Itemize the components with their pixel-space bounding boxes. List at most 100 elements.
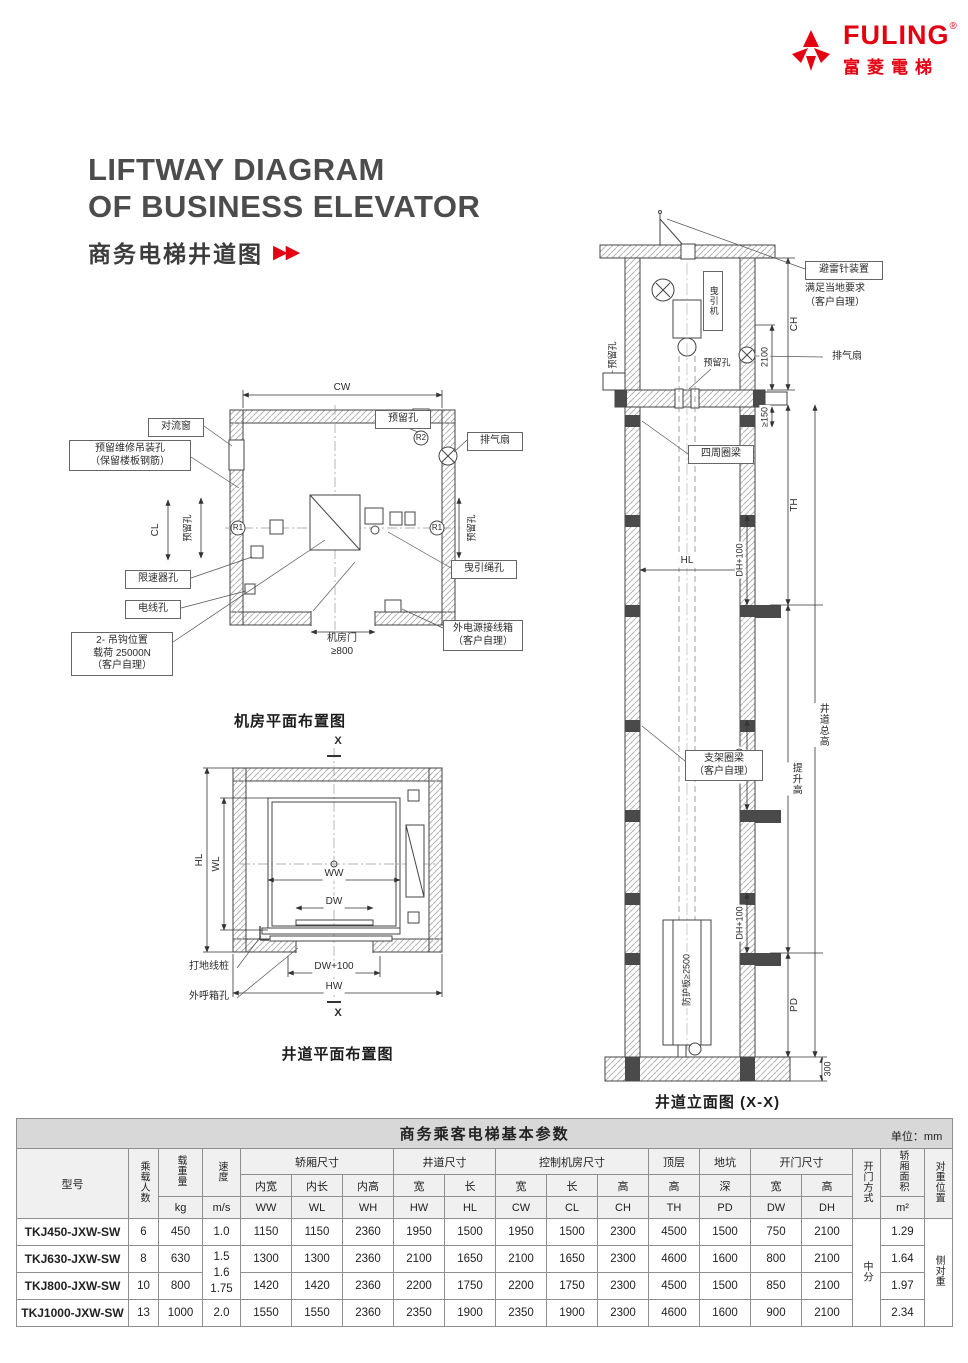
header-cell: 长 <box>546 1174 598 1197</box>
door-mode-cell: 中分 <box>852 1218 881 1327</box>
shaft-plan: X X HL WL WW DW DW+100 HW 打地线桩 外呼箱孔 井道平面… <box>145 730 500 1065</box>
value-cell: 1550 <box>240 1299 292 1327</box>
model-cell: TKJ630-JXW-SW <box>16 1245 129 1273</box>
value-cell: 1500 <box>699 1218 751 1246</box>
title-subtitle-cn: 商务电梯井道图 <box>88 241 263 268</box>
value-cell: 900 <box>750 1299 802 1327</box>
r1-mark: R1 <box>232 523 244 532</box>
value-cell: 2100 <box>801 1299 853 1327</box>
r1-mark: R1 <box>431 523 443 532</box>
speed-cell: 1.5 1.6 1.75 <box>202 1245 241 1300</box>
value-cell: 1150 <box>240 1218 292 1246</box>
header-cell: 高 <box>597 1174 649 1197</box>
value-cell: 8 <box>128 1245 159 1273</box>
dim-cl: CL <box>149 523 161 537</box>
value-cell: 750 <box>750 1218 802 1246</box>
value-cell: 2100 <box>801 1245 853 1273</box>
header-cell: 轿厢尺寸 <box>240 1148 394 1175</box>
header-cell: 深 <box>699 1174 751 1197</box>
leader-lines <box>236 935 299 999</box>
header-cell: kg <box>158 1196 203 1219</box>
header-cell: 控制机房尺寸 <box>495 1148 649 1175</box>
car-guard-plate <box>662 919 712 1046</box>
brand-name-cn: 富菱電梯 <box>843 58 939 77</box>
header-cell: CL <box>546 1196 598 1219</box>
dim-th: TH <box>788 496 802 514</box>
bracket-beam-label: 支架圈梁 （客户自理） <box>685 750 763 781</box>
brand-name: FULING® <box>843 20 958 50</box>
model-cell: TKJ450-JXW-SW <box>16 1218 129 1246</box>
reserved-hole-label: 预留孔 <box>701 357 733 369</box>
dim-dh100: DH+100 <box>734 541 746 579</box>
shaft-section-caption: 井道立面图 (X-X) <box>654 1094 781 1111</box>
power-box-label: 外电源接线箱 （客户自理） <box>443 620 523 651</box>
value-cell: 1150 <box>291 1218 343 1246</box>
traction-machine-label: 曳引机 <box>703 271 723 331</box>
shaft-plan-drawing <box>203 748 443 1003</box>
dim-lift-height: 提升高 <box>786 762 804 796</box>
governor-hole-label: 限速器孔 <box>125 570 191 589</box>
table-row: TKJ800-JXW-SW 10 800 1420 1420 2360 2200… <box>16 1272 953 1300</box>
header-cell: 宽 <box>495 1174 547 1197</box>
value-cell: 2200 <box>393 1272 445 1300</box>
value-cell: 2300 <box>597 1218 649 1246</box>
value-cell: 2360 <box>342 1218 394 1246</box>
model-cell: TKJ800-JXW-SW <box>16 1272 129 1300</box>
value-cell: 1750 <box>444 1272 496 1300</box>
section-x-bottom: X <box>334 1007 342 1020</box>
value-cell: 2.34 <box>880 1299 925 1327</box>
header-cell: WL <box>291 1196 343 1219</box>
header-cell: 顶层 <box>648 1148 700 1175</box>
dim-dw: DW <box>323 895 345 909</box>
value-cell: 1900 <box>444 1299 496 1327</box>
ring-beams <box>625 415 781 966</box>
header-cell: 开门方式 <box>852 1148 881 1219</box>
header-cell: 速度 <box>202 1148 241 1197</box>
value-cell: 2100 <box>801 1218 853 1246</box>
header-cell: 内宽 <box>240 1174 292 1197</box>
left-support-bracket <box>602 372 626 391</box>
value-cell: 2100 <box>393 1245 445 1273</box>
door-opening <box>296 938 373 953</box>
dimension-lines <box>639 257 827 1082</box>
machine-room-door-label: 机房门 <box>327 632 357 644</box>
shaft-plan-caption: 井道平面布置图 <box>281 1046 394 1063</box>
dim-dw100: DW+100 <box>312 960 356 974</box>
dim-ch: CH <box>788 314 802 334</box>
value-cell: 2.0 <box>202 1299 241 1327</box>
table-title: 商务乘客电梯基本参数 <box>399 1126 570 1143</box>
door-min-width: ≥800 <box>330 645 354 657</box>
header-cell: 地坑 <box>699 1148 751 1175</box>
value-cell: 1900 <box>546 1299 598 1327</box>
value-cell: 1950 <box>495 1218 547 1246</box>
table-row: TKJ1000-JXW-SW 13 1000 2.0 1550 1550 236… <box>16 1299 953 1327</box>
traction-machine-group <box>244 494 416 613</box>
dim-hw: HW <box>323 980 345 994</box>
value-cell: 1650 <box>444 1245 496 1273</box>
value-cell: 1500 <box>444 1218 496 1246</box>
header-cell: 内长 <box>291 1174 343 1197</box>
value-cell: 1420 <box>240 1272 292 1300</box>
value-cell: 1420 <box>291 1272 343 1300</box>
value-cell: 13 <box>128 1299 159 1327</box>
d im-300: 300 <box>822 1059 834 1079</box>
exhaust-fan-label: 排气扇 <box>832 350 862 362</box>
header-cell: 轿厢面积 <box>880 1148 925 1197</box>
fuling-logo: FULING® 富菱電梯 <box>788 22 958 78</box>
value-cell: 450 <box>158 1218 203 1246</box>
header-cell: DW <box>750 1196 802 1219</box>
value-cell: 2350 <box>495 1299 547 1327</box>
header-cell: CW <box>495 1196 547 1219</box>
value-cell: 2350 <box>393 1299 445 1327</box>
value-cell: 1300 <box>291 1245 343 1273</box>
header-cell: TH <box>648 1196 700 1219</box>
value-cell: 1550 <box>291 1299 343 1327</box>
page-title: LIFTWAY DIAGRAM OF BUSINESS ELEVATOR 商务电… <box>88 152 480 269</box>
dim-hl: HL <box>678 554 696 568</box>
table-row: TKJ630-JXW-SW 8 630 1.5 1.6 1.75 1300 13… <box>16 1245 953 1300</box>
value-cell: 2300 <box>597 1245 649 1273</box>
value-cell: 1750 <box>546 1272 598 1300</box>
value-cell: 1.0 <box>202 1218 241 1246</box>
shaft-section-drawing <box>599 210 827 1082</box>
parameters-section: 商务乘客电梯基本参数 单位：mm 型号 乘载人数 载重量 速度 轿厢尺寸 井道尺… <box>15 1118 954 1327</box>
